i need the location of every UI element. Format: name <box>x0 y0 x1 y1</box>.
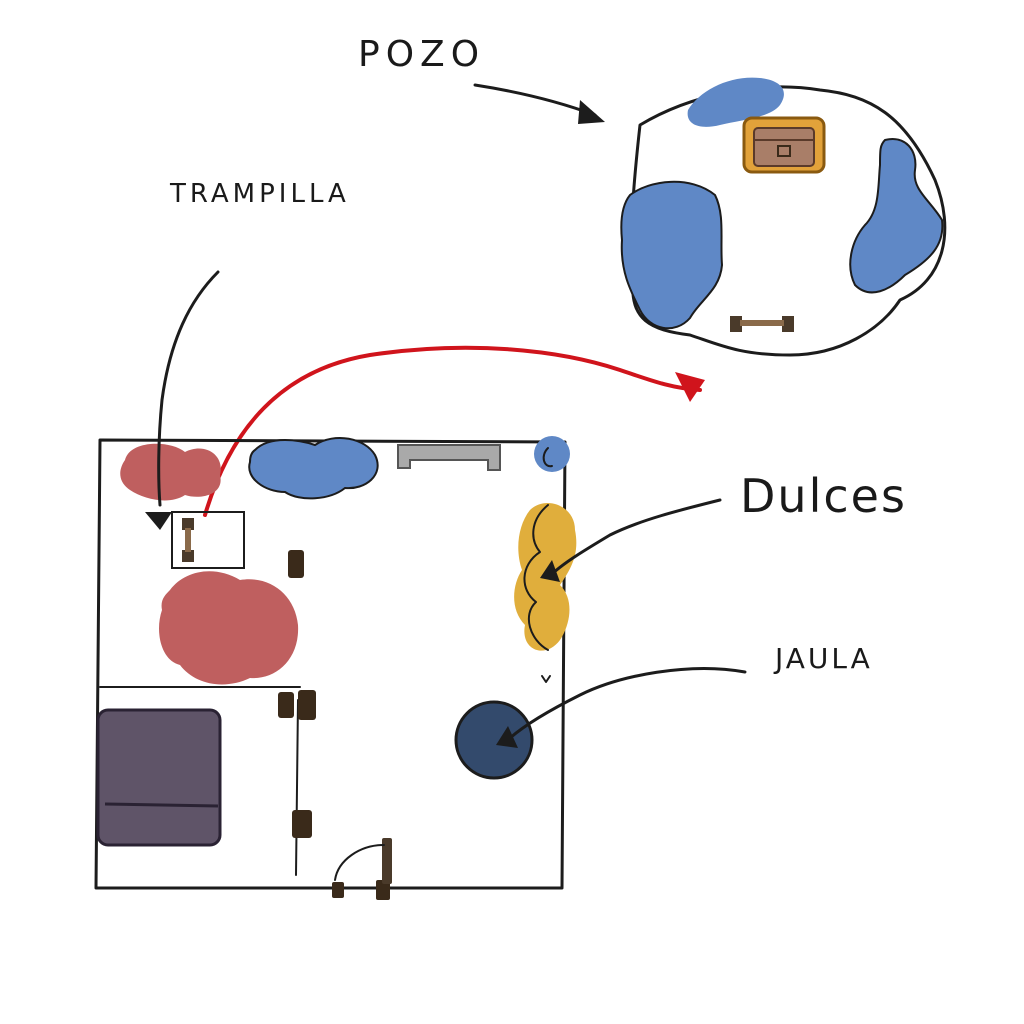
red-bush-top <box>120 443 221 501</box>
trapdoor-box <box>171 511 245 569</box>
trampilla-arrow <box>157 270 220 507</box>
jaula-callout: JAULA <box>496 642 873 748</box>
trampilla-label: TRAMPILLA <box>169 179 350 209</box>
blue-bush-corner <box>534 436 570 472</box>
trampilla-callout: TRAMPILLA <box>145 179 350 530</box>
red-arrow-head <box>675 372 705 402</box>
small-mark <box>541 675 551 683</box>
dulces-callout: Dulces <box>540 469 907 582</box>
cage-icon <box>454 700 534 780</box>
pozo-blue-top <box>687 77 784 127</box>
red-bush-big <box>159 571 299 685</box>
blue-bush-corner-mark <box>542 447 553 468</box>
yellow-bush-outline <box>523 504 549 651</box>
gray-counter <box>397 444 501 471</box>
dulces-label: Dulces <box>740 469 907 523</box>
jaula-arrow <box>508 667 747 740</box>
house-plan <box>94 436 577 900</box>
door-icon <box>278 550 392 900</box>
chest-icon <box>742 116 826 174</box>
jaula-label: JAULA <box>773 642 873 675</box>
interior-wall-vertical <box>295 699 299 876</box>
dulces-arrow <box>550 498 722 576</box>
pozo-island: POZO <box>358 34 947 357</box>
trampilla-to-pozo-arrow <box>203 345 705 517</box>
pozo-blue-left <box>620 180 724 330</box>
trampilla-arrow-head <box>145 512 172 530</box>
blue-bush-top <box>248 437 379 500</box>
jaula-arrow-head <box>496 726 518 748</box>
pozo-blue-right <box>849 138 944 294</box>
red-arrow-line <box>203 345 702 517</box>
dulces-arrow-head <box>540 560 560 582</box>
bed-icon <box>96 708 222 847</box>
ladder-icon <box>730 316 794 332</box>
trapdoor-ladder-icon <box>182 518 194 562</box>
pozo-arrow-head <box>578 100 605 124</box>
pozo-arrow <box>473 83 597 117</box>
pozo-label: POZO <box>358 34 485 75</box>
